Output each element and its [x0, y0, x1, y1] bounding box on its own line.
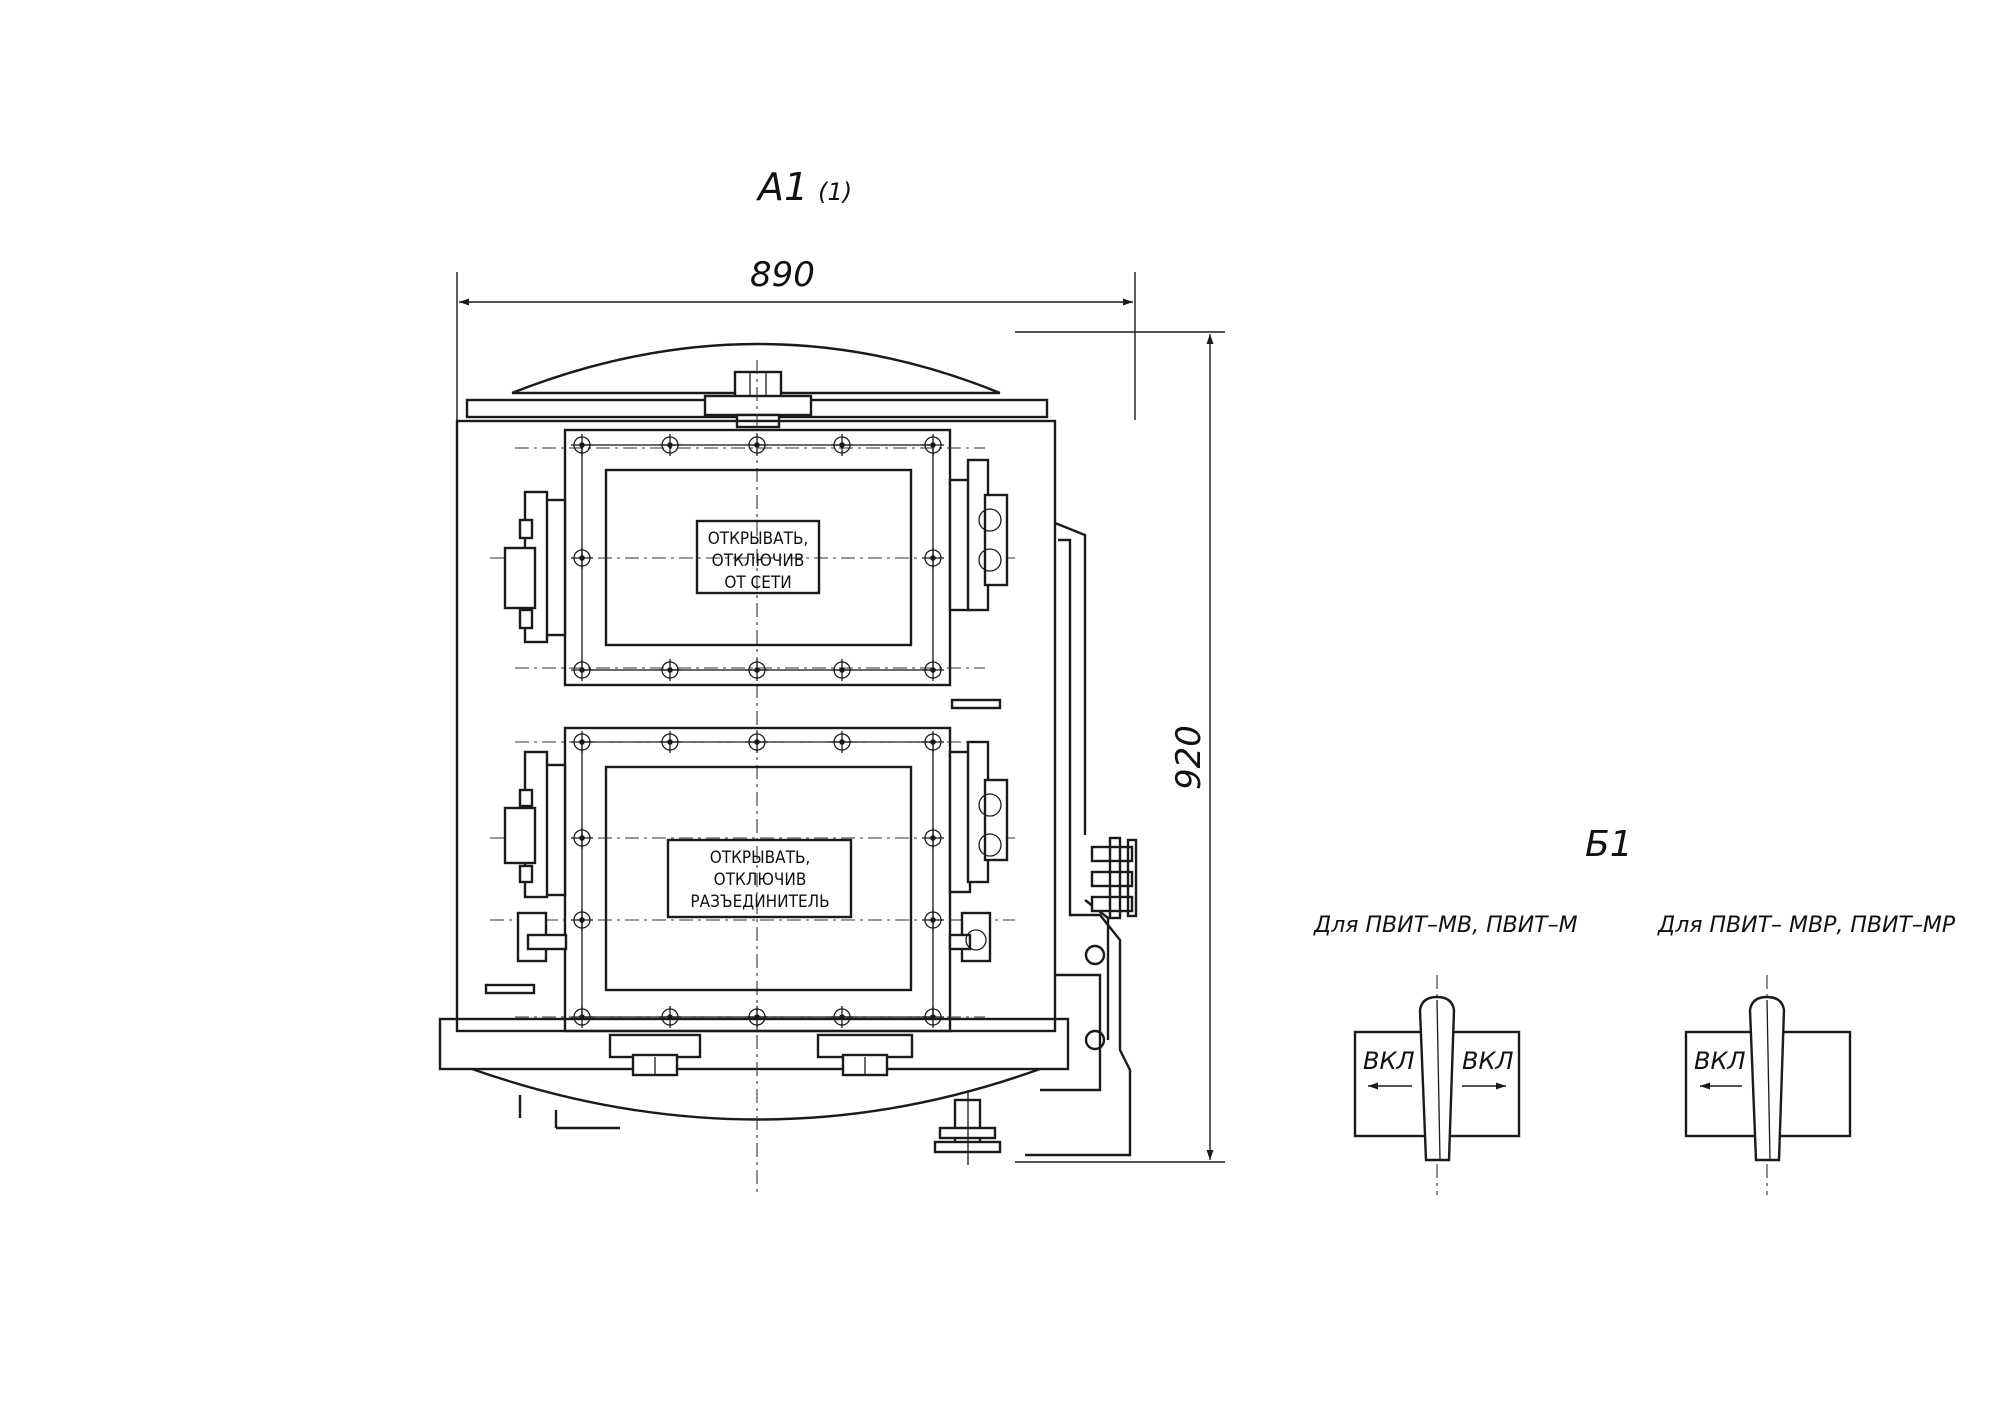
left-switch-handle: [1418, 995, 1456, 1162]
cable-entry-left: [516, 911, 568, 963]
view-a1-title-suffix: (1): [818, 178, 852, 206]
view-a1: А1 (1) 890 920: [438, 165, 1225, 1195]
height-dimension: 920: [1015, 331, 1225, 1163]
left-switch-caption: Для ПВИТ–МВ, ПВИТ–М: [1313, 913, 1578, 938]
left-switch-label-right: ВКЛ: [1462, 1047, 1514, 1075]
upper-plate-line-2: ОТКЛЮЧИВ: [712, 551, 805, 571]
slot-upper: [950, 698, 1002, 710]
lower-plate-line-1: ОТКРЫВАТЬ,: [710, 848, 811, 868]
upper-box: ОТКРЫВАТЬ, ОТКЛЮЧИВ ОТ СЕТИ: [490, 428, 1015, 687]
lower-plate-line-3: РАЗЪЕДИНИТЕЛЬ: [690, 892, 829, 912]
width-dimension: 890: [456, 255, 1136, 420]
bottom-pipe: [933, 1090, 1002, 1165]
slot-lower: [484, 983, 536, 995]
hinge-upper-left: [503, 490, 567, 644]
base-foot-left: [608, 1033, 702, 1077]
base-foot-right: [816, 1033, 914, 1077]
side-clamp: [1090, 836, 1138, 920]
hinge-lower-left: [503, 750, 567, 899]
height-dimension-value: 920: [1169, 725, 1209, 790]
hinge-upper-right: [948, 458, 1009, 612]
upper-plate-line-1: ОТКРЫВАТЬ,: [708, 529, 809, 549]
right-switch: ВКЛ: [1684, 975, 1852, 1195]
right-switch-label: ВКЛ: [1694, 1047, 1746, 1075]
view-b1: Б1 Для ПВИТ–МВ, ПВИТ–М Для ПВИТ– МВР, ПВ…: [1313, 824, 1956, 1195]
upper-plate-line-3: ОТ СЕТИ: [724, 573, 791, 593]
lower-plate-line-2: ОТКЛЮЧИВ: [714, 870, 807, 890]
right-switch-caption: Для ПВИТ– МВР, ПВИТ–МР: [1657, 913, 1956, 938]
lower-box: ОТКРЫВАТЬ, ОТКЛЮЧИВ РАЗЪЕДИНИТЕЛЬ: [490, 726, 1015, 1033]
bottom-base: [438, 1017, 1070, 1071]
view-b1-title: Б1: [1585, 824, 1633, 865]
bottom-dome: [471, 1067, 1041, 1121]
view-a1-title: А1 (1): [755, 165, 852, 209]
width-dimension-value: 890: [750, 255, 815, 295]
view-a1-title-main: А1: [755, 165, 808, 209]
side-frame: [1025, 521, 1138, 1157]
lower-warning-plate: ОТКРЫВАТЬ, ОТКЛЮЧИВ РАЗЪЕДИНИТЕЛЬ: [666, 838, 853, 919]
top-dome: [511, 342, 1001, 395]
hinge-lower-right: [948, 740, 1009, 894]
top-nut: [703, 370, 813, 429]
left-switch: ВКЛ ВКЛ: [1353, 975, 1521, 1195]
cable-entry-right: [948, 911, 992, 963]
right-switch-handle: [1748, 995, 1786, 1162]
left-switch-label-left: ВКЛ: [1363, 1047, 1415, 1075]
upper-warning-plate: ОТКРЫВАТЬ, ОТКЛЮЧИВ ОТ СЕТИ: [695, 519, 821, 595]
